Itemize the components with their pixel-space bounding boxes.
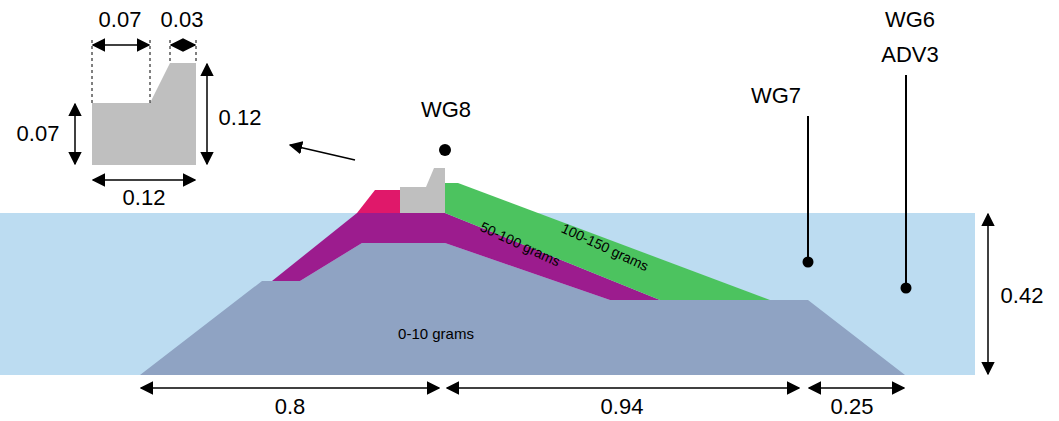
dimension-label: 0.25 [831, 396, 874, 418]
gauge-label: WG8 [421, 99, 471, 121]
crown-wall [400, 168, 445, 213]
dimension-label: 0.94 [601, 396, 644, 418]
dimension-label: 0.03 [161, 9, 204, 31]
crest-layer [357, 190, 400, 213]
dimension-label: 0.12 [123, 187, 166, 209]
dimension-label: 0.07 [99, 9, 142, 31]
gauge-label: WG6 [885, 9, 935, 31]
dimension-label: 0.12 [219, 107, 262, 129]
gauge-label: WG7 [751, 85, 801, 107]
dimension-label: 0.8 [275, 396, 306, 418]
layer-label: 100-150 grams [559, 221, 650, 273]
layer-label: 0-10 grams [398, 326, 474, 341]
gauge-label: ADV3 [881, 44, 938, 66]
crown-wall-inset [92, 63, 196, 165]
layer-label: 50-100 grams [478, 219, 562, 268]
dimension-label: 0.42 [1001, 285, 1044, 307]
armour-layer [445, 183, 770, 300]
dimension-label: 0.07 [17, 123, 60, 145]
water [0, 213, 975, 375]
